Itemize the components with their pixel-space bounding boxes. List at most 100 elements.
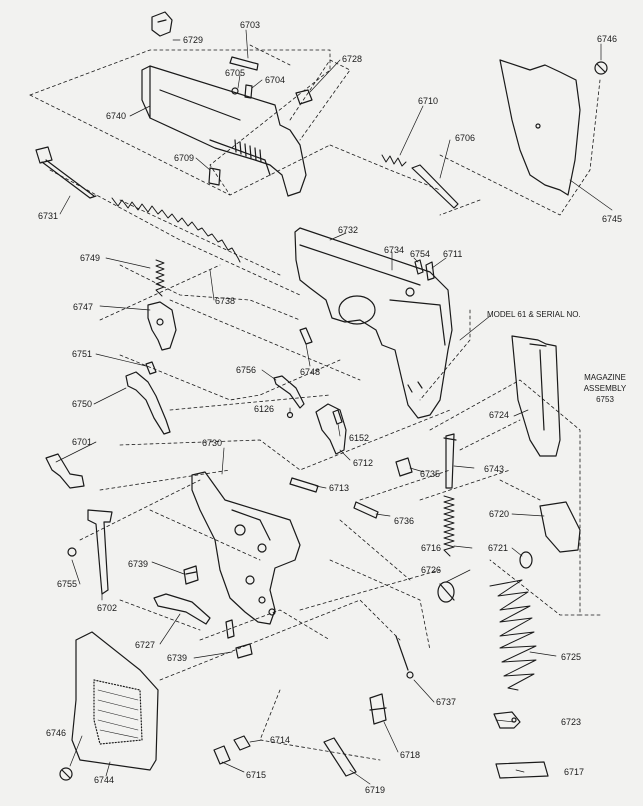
label-6746-bottom: 6746 [46, 728, 67, 738]
part-6716-spring [443, 495, 455, 557]
part-6718 [369, 693, 387, 725]
label-6744: 6744 [94, 775, 115, 785]
label-6152: 6152 [349, 433, 370, 443]
label-6712: 6712 [353, 458, 374, 468]
label-6747: 6747 [73, 302, 94, 312]
label-6743: 6743 [484, 464, 505, 474]
part-6726 [437, 581, 455, 603]
label-6748: 6748 [300, 367, 321, 377]
magazine-note-line2: ASSEMBLY [583, 384, 627, 393]
label-6714: 6714 [270, 735, 291, 745]
label-6719: 6719 [365, 785, 386, 795]
model-serial-note: MODEL 61 & SERIAL NO. [487, 310, 581, 319]
label-6732: 6732 [338, 225, 359, 235]
label-6721: 6721 [488, 543, 509, 553]
label-6750: 6750 [72, 399, 93, 409]
part-6711-pin [425, 261, 435, 281]
part-6732-frame [294, 227, 453, 419]
part-6748-pin [299, 327, 313, 345]
part-6756-lever [273, 375, 305, 409]
part-6737-spring-wire [395, 635, 414, 679]
leader-lines [55, 29, 613, 785]
label-6706: 6706 [455, 133, 476, 143]
label-6715: 6715 [246, 770, 267, 780]
part-6754-pin [414, 259, 424, 275]
label-6739-upper: 6739 [128, 559, 149, 569]
label-6755: 6755 [57, 579, 78, 589]
part-6731-guide-rod [35, 146, 97, 199]
part-6740-slide [141, 65, 307, 197]
label-6725: 6725 [561, 652, 582, 662]
part-6725-magazine-spring [489, 579, 537, 691]
label-6724: 6724 [489, 410, 510, 420]
label-6711: 6711 [443, 249, 463, 259]
part-6736-pin [353, 501, 379, 519]
part-6735 [395, 457, 413, 477]
part-6755 [67, 547, 77, 557]
label-6713: 6713 [329, 483, 350, 493]
label-6740: 6740 [106, 111, 127, 121]
part-6746-grip-screw-bottom [59, 767, 73, 781]
part-6706-firing-pin [411, 164, 459, 209]
magazine-assembly-note: MAGAZINE ASSEMBLY 6753 [580, 372, 630, 405]
label-6739-lower: 6739 [167, 653, 188, 663]
part-6750-sear [125, 371, 171, 435]
label-6730: 6730 [202, 438, 223, 448]
label-6756: 6756 [236, 365, 257, 375]
part-6744-left-grip [71, 631, 159, 771]
label-6746-top: 6746 [597, 34, 618, 44]
label-6754: 6754 [410, 249, 431, 259]
label-6727: 6727 [135, 640, 156, 650]
part-6709-pin [208, 167, 221, 186]
label-6720: 6720 [489, 509, 510, 519]
label-6737: 6737 [436, 697, 457, 707]
part-6727-lever [153, 593, 211, 625]
label-6726: 6726 [421, 565, 442, 575]
part-6746-grip-screw-top [594, 61, 608, 75]
label-6126: 6126 [254, 404, 275, 414]
part-6729-rear-sight [151, 11, 173, 37]
part-6738-recoil-spring [111, 197, 241, 263]
part-6730-frame-plate [191, 471, 301, 625]
label-6751: 6751 [72, 349, 93, 359]
part-6739-screw-lower [225, 619, 253, 659]
label-6745: 6745 [602, 214, 623, 224]
label-6736: 6736 [394, 516, 415, 526]
part-6715 [213, 745, 231, 765]
label-6718: 6718 [400, 750, 421, 760]
part-6739-screw-upper [183, 565, 199, 585]
label-6734: 6734 [384, 245, 405, 255]
part-6745-right-grip [499, 59, 581, 196]
label-6749: 6749 [80, 253, 101, 263]
label-6717: 6717 [564, 767, 585, 777]
part-6724-magazine [511, 335, 561, 457]
part-6728-block [295, 89, 313, 105]
label-6701: 6701 [72, 437, 93, 447]
part-6714 [233, 735, 251, 751]
part-6710-spring [381, 154, 407, 167]
part-6743-plunger [443, 433, 457, 489]
part-6152-pin [332, 409, 343, 425]
label-6735: 6735 [420, 469, 441, 479]
label-6716: 6716 [421, 543, 442, 553]
label-6723: 6723 [561, 717, 582, 727]
label-6703: 6703 [240, 20, 261, 30]
part-6749-spring [155, 259, 165, 297]
part-6720-floorplate [539, 501, 581, 553]
part-6721-pin [519, 551, 533, 569]
label-6738: 6738 [215, 296, 236, 306]
part-6712-trigger [315, 403, 347, 455]
label-6728: 6728 [342, 54, 363, 64]
label-6705: 6705 [225, 68, 246, 78]
part-6703-pin [229, 56, 259, 71]
magazine-note-line1: MAGAZINE [584, 373, 626, 382]
label-6702: 6702 [97, 603, 118, 613]
part-6702-lever [87, 509, 113, 595]
magazine-note-line3: 6753 [596, 395, 614, 404]
label-6731: 6731 [38, 211, 59, 221]
label-6709: 6709 [174, 153, 195, 163]
label-6704: 6704 [265, 75, 286, 85]
label-6729: 6729 [183, 35, 204, 45]
